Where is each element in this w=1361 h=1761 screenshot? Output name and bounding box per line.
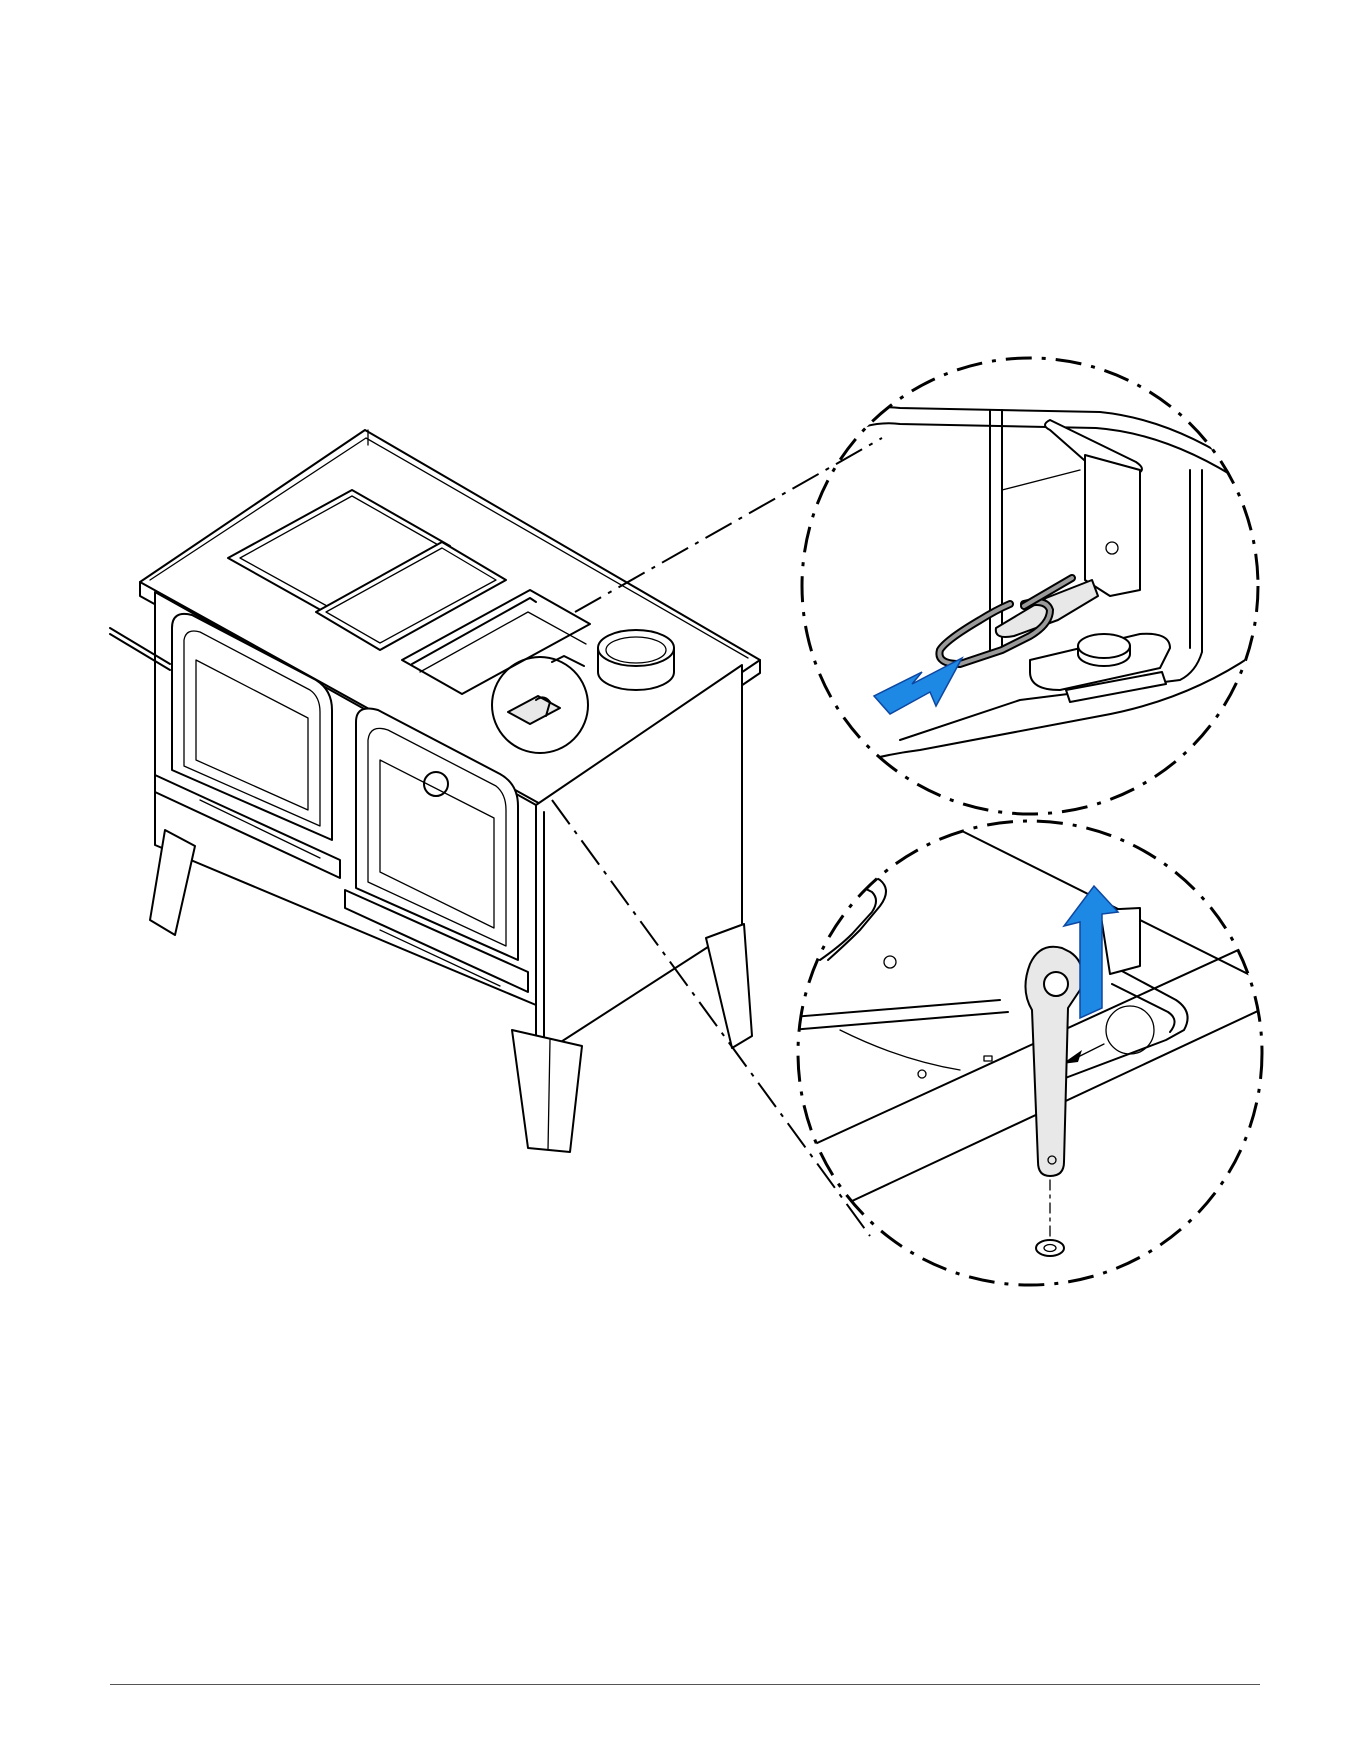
main-view-stove (110, 430, 760, 1152)
footer-rule (110, 1684, 1260, 1685)
pocket-hole (1106, 1006, 1154, 1054)
latch-pin (1078, 634, 1130, 658)
flue-collar (598, 630, 674, 666)
leader-line-top (575, 438, 882, 612)
floor-hole (1036, 1240, 1064, 1256)
leg-back-right (706, 924, 752, 1048)
detail-view-top (780, 358, 1260, 814)
pull-arrow-icon (874, 658, 962, 714)
leg-front-right (512, 1030, 582, 1152)
detail-view-bottom (780, 821, 1262, 1285)
